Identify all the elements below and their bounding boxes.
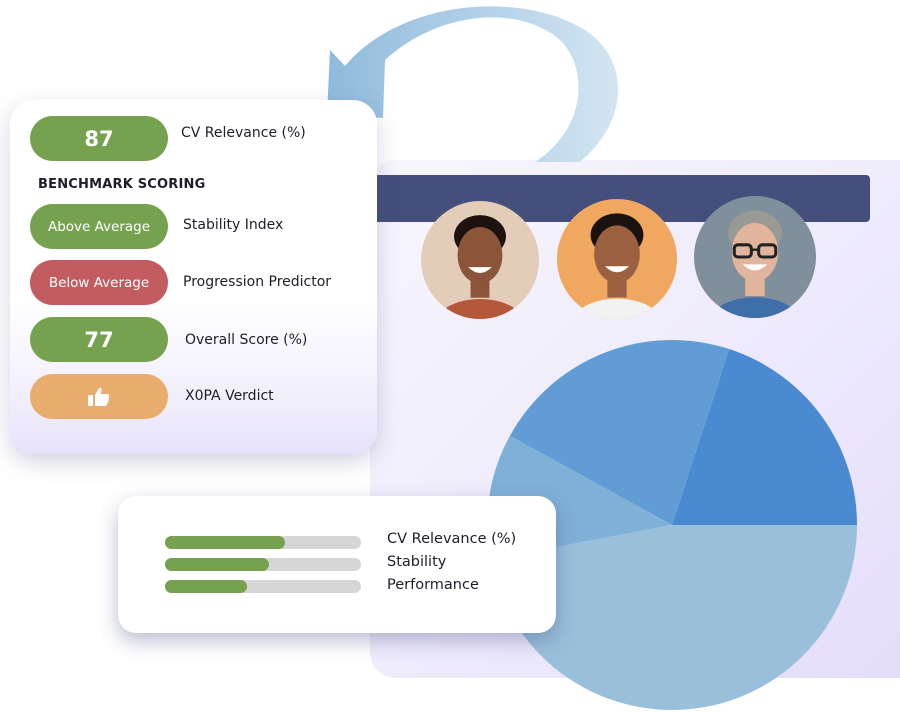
person-photo-icon <box>436 215 524 319</box>
progress-fill <box>165 580 248 593</box>
person-photo-icon <box>572 213 662 319</box>
stability-progress <box>165 558 361 571</box>
stability-index-label: Stability Index <box>183 217 284 233</box>
cv-relevance-metric-label: CV Relevance (%) <box>387 531 517 547</box>
progress-fill <box>165 536 285 549</box>
performance-metric-label: Performance <box>387 577 479 593</box>
pie-slice-1 <box>672 349 857 525</box>
cv-relevance-progress <box>165 536 361 549</box>
pie-slice-2 <box>509 339 730 525</box>
avatar-candidate-1[interactable] <box>421 201 539 319</box>
progression-predictor-label: Progression Predictor <box>183 274 332 290</box>
avatar-candidate-2[interactable] <box>557 199 677 319</box>
candidate-scorecard: 87 CV Relevance (%) BENCHMARK SCORING Ab… <box>10 100 377 454</box>
performance-progress <box>165 580 361 593</box>
section-heading: BENCHMARK SCORING <box>38 177 206 192</box>
person-photo-icon <box>709 210 801 318</box>
cv-relevance-badge: 87 <box>30 116 168 161</box>
overall-score-badge: 77 <box>30 317 168 362</box>
metrics-card: CV Relevance (%) Stability Performance <box>118 496 556 633</box>
stability-index-badge: Above Average <box>30 204 168 249</box>
verdict-badge <box>30 374 168 419</box>
pie-slice-4 <box>490 525 857 710</box>
overall-score-label: Overall Score (%) <box>185 332 308 348</box>
cv-relevance-label: CV Relevance (%) <box>181 125 306 141</box>
verdict-label: X0PA Verdict <box>185 388 274 404</box>
progression-predictor-badge: Below Average <box>30 260 168 305</box>
thumbs-up-icon <box>88 387 110 406</box>
stability-metric-label: Stability <box>387 554 447 570</box>
progress-fill <box>165 558 269 571</box>
avatar-candidate-3[interactable] <box>694 196 816 318</box>
